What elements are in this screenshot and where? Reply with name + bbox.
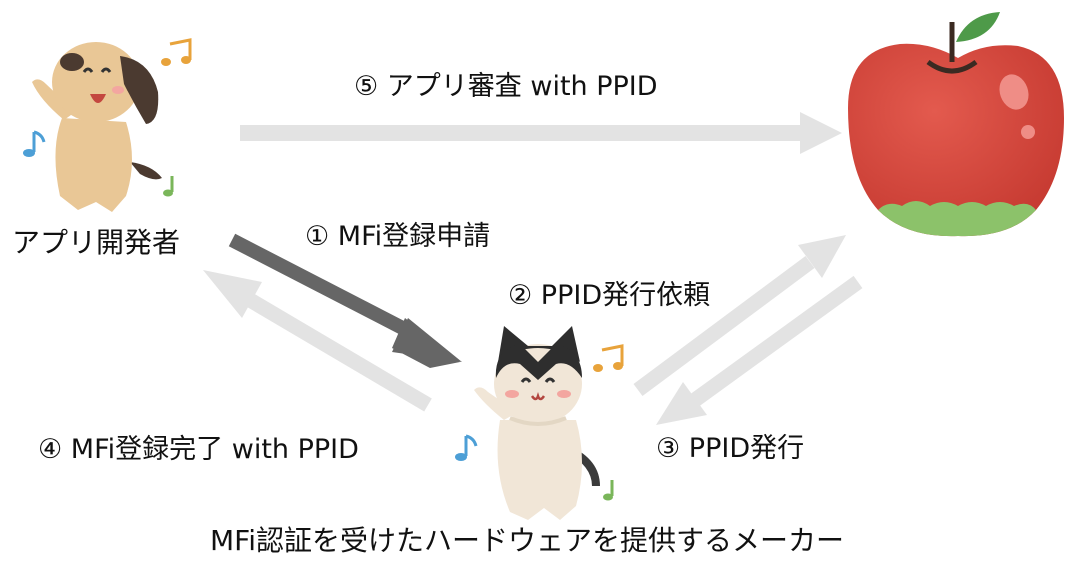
developer-label: アプリ開発者 xyxy=(12,226,181,259)
arrow-step-5 xyxy=(240,112,842,154)
arrow-step-1 xyxy=(228,233,462,368)
dog-character-icon xyxy=(32,42,162,212)
step-3-label: ③ PPID発行 xyxy=(656,433,805,464)
cat-character-icon xyxy=(474,326,600,520)
apple-fruit-icon xyxy=(848,12,1064,237)
music-note-icon xyxy=(593,344,624,372)
music-note-icon xyxy=(23,130,46,157)
step-4-label: ④ MFi登録完了 with PPID xyxy=(38,434,359,465)
step-1-label: ① MFi登録申請 xyxy=(305,221,491,252)
music-note-icon xyxy=(161,38,192,66)
step-5-label: ⑤ アプリ審査 with PPID xyxy=(354,71,658,102)
music-note-icon xyxy=(455,434,478,461)
step-2-label: ② PPID発行依頼 xyxy=(508,280,711,311)
music-note-icon xyxy=(163,176,174,197)
music-note-icon xyxy=(603,480,614,501)
arrow-step-2 xyxy=(633,235,846,397)
arrow-step-3 xyxy=(656,275,863,425)
arrow-step-4 xyxy=(203,270,432,412)
maker-label: MFi認証を受けたハードウェアを提供するメーカー xyxy=(210,524,845,557)
